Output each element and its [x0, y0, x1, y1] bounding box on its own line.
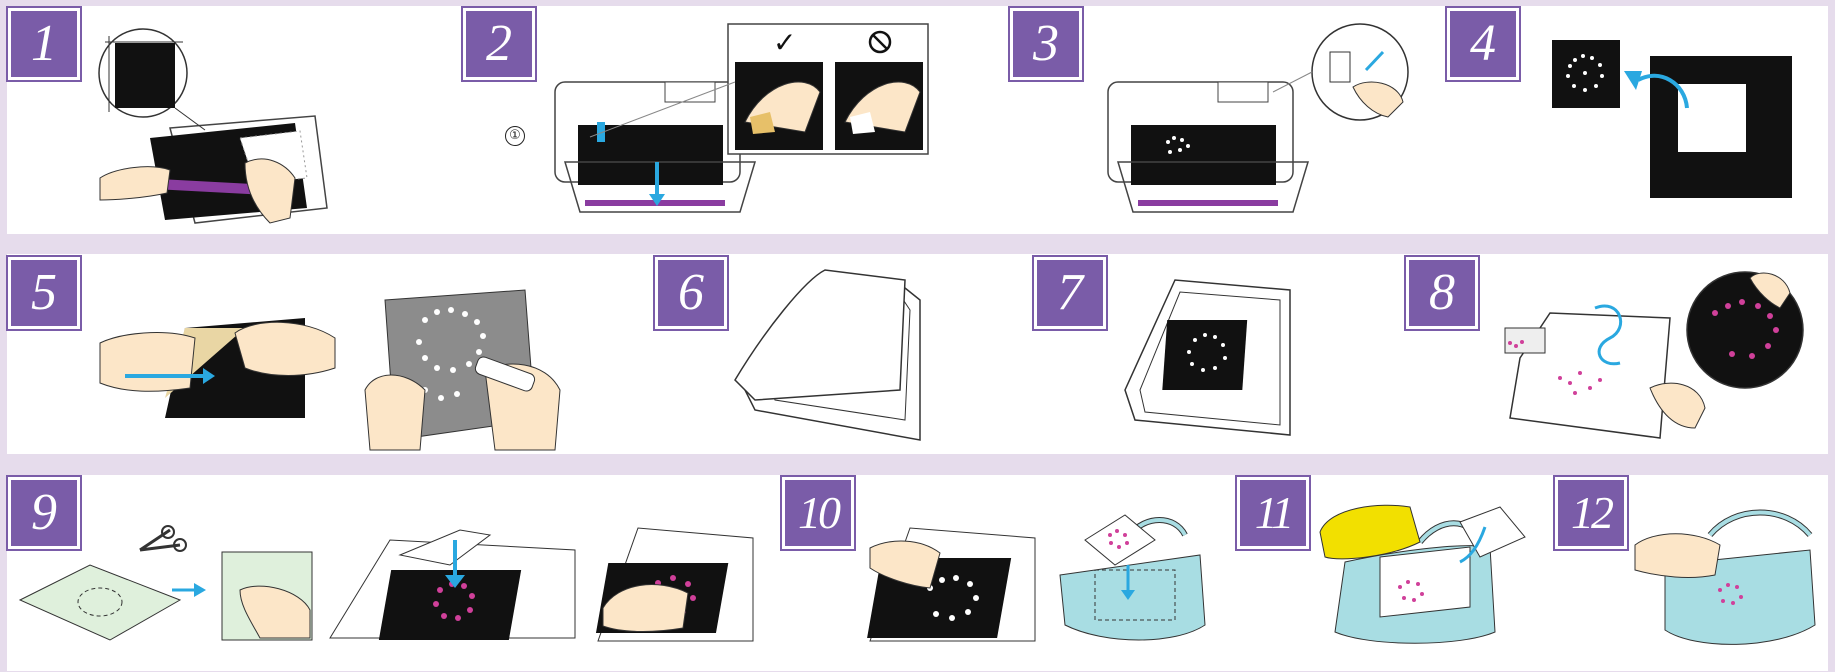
step8-brush-illustration: [1500, 268, 1800, 448]
step-badge-12: 12: [1555, 477, 1627, 549]
step-badge-6: 6: [655, 257, 727, 329]
step10-peel-illustration: [870, 508, 1035, 643]
step-badge-4: 4: [1447, 8, 1519, 80]
step-badge-7: 7: [1034, 257, 1106, 329]
step4-template-illustration: [1550, 38, 1800, 208]
step-badge-8: 8: [1406, 257, 1478, 329]
step-badge-5: 5: [8, 257, 80, 329]
step-badge-10: 10: [782, 477, 854, 549]
step-badge-3: 3: [1010, 8, 1082, 80]
arrow-icon: [170, 580, 210, 600]
step11-iron-illustration: [1320, 502, 1525, 647]
step9-press-illustration: [598, 508, 753, 643]
step-badge-1: 1: [8, 8, 80, 80]
step-badge-2: 2: [463, 8, 535, 80]
step6-tray-illustration: [735, 270, 930, 450]
step7-tray-illustration: [1115, 280, 1295, 440]
step9-sheet-illustration: [220, 550, 315, 642]
step10-bag-illustration: [1055, 515, 1215, 645]
step2-machine-illustration: ✓: [545, 22, 935, 222]
callout-number: ①: [505, 126, 525, 146]
step3-machine-illustration: [1098, 22, 1408, 222]
step5-placing-illustration: [365, 290, 565, 450]
step5-peel-illustration: [95, 298, 340, 443]
step-badge-11: 11: [1237, 477, 1309, 549]
step12-bag-illustration: [1635, 505, 1820, 650]
step9-cut-illustration: [20, 530, 190, 650]
check-icon: ✓: [773, 26, 796, 59]
step9-apply-illustration: [330, 520, 580, 640]
step1-mat-illustration: [95, 28, 330, 228]
